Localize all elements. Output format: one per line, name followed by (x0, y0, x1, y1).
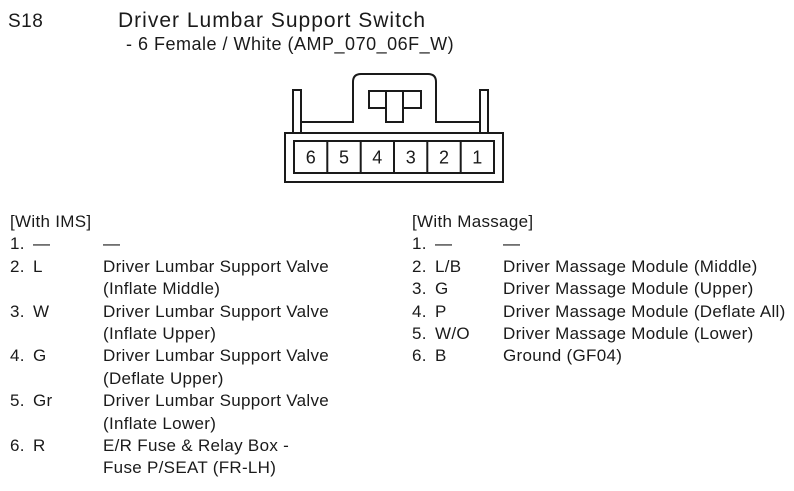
pin-row: 2. L Driver Lumbar Support Valve (Inflate M… (10, 256, 402, 301)
pin-number: 5. (412, 324, 427, 344)
pin-list-title: [With Massage] (412, 212, 534, 231)
pin-description: — (103, 233, 402, 255)
pin-description-line: Ground (GF04) (503, 346, 623, 366)
pin-row: 6. R E/R Fuse & Relay Box -Fuse P/SEAT (FR… (10, 435, 402, 480)
pin-row: 3. G Driver Massage Module (Upper) (412, 278, 794, 300)
pin-description-line: (Deflate Upper) (103, 368, 224, 388)
connector-prong-left (292, 89, 302, 134)
wire-color-code: G (33, 346, 47, 366)
pin-description-line: Driver Lumbar Support Valve (103, 391, 330, 411)
pin-id-column: 4. G (10, 345, 103, 390)
pin-list-title: [With IMS] (10, 212, 92, 231)
pin-row: 4. P Driver Massage Module (Deflate All) (412, 301, 794, 323)
pin-number: 6. (412, 346, 427, 366)
pin-number: 1. (412, 234, 427, 254)
wire-color-code: B (435, 346, 447, 366)
pin-description-line: — (503, 234, 521, 254)
pin-row: 3. W Driver Lumbar Support Valve (Inflate U… (10, 301, 402, 346)
pin-number: 4. (10, 346, 25, 366)
pin-number: 2. (10, 256, 25, 276)
pin-id-column: 4. P (412, 301, 503, 323)
pin-description-line: (Inflate Middle) (103, 279, 221, 299)
connector-key-slot-right (402, 90, 422, 109)
pin-row: 1. — — (10, 233, 402, 255)
wire-color-code: — (33, 234, 51, 254)
pin-description: Driver Massage Module (Middle) (503, 256, 794, 278)
connector-housing (284, 132, 504, 183)
pin-list-massage: [With Massage] 1. — — 2. L/B Driver Massage Mo… (412, 211, 794, 368)
pin-description: Driver Lumbar Support Valve(Deflate Uppe… (103, 345, 402, 390)
pin-id-column: 6. R (10, 435, 103, 480)
wire-color-code: G (435, 279, 449, 299)
pin-description-line: Driver Lumbar Support Valve (103, 346, 330, 366)
wire-color-code: — (435, 234, 453, 254)
pin-id-column: 3. G (412, 278, 503, 300)
pin-number: 3. (10, 301, 25, 321)
pin-description: Driver Massage Module (Lower) (503, 323, 794, 345)
wire-color-code: Gr (33, 391, 53, 411)
wire-color-code: P (435, 301, 447, 321)
connector-id: S18 (8, 11, 44, 32)
pin-number: 1. (10, 234, 25, 254)
pin-description: Driver Lumbar Support Valve (Inflate Midd… (103, 256, 402, 301)
page-title: Driver Lumbar Support Switch (118, 9, 427, 32)
wire-color-code: R (33, 436, 46, 456)
pin-id-column: 6. B (412, 345, 503, 367)
pin-row: 6. B Ground (GF04) (412, 345, 794, 367)
pin-description-line: Driver Massage Module (Upper) (503, 279, 754, 299)
pin-description-line: E/R Fuse & Relay Box - (103, 436, 290, 456)
connector-key-outline (301, 73, 480, 123)
pin-row: 5. Gr Driver Lumbar Support Valve(Inflate … (10, 390, 402, 435)
pin-id-column: 5. Gr (10, 390, 103, 435)
pin-number-4: 4 (372, 148, 382, 168)
connector-key-slot-left (368, 90, 387, 109)
pin-id-column: 2. L/B (412, 256, 503, 278)
pin-description-line: Driver Lumbar Support Valve (103, 301, 330, 321)
pin-list-ims: [With IMS] 1. — — 2. L Driver Lumbar Support V… (10, 211, 402, 480)
pin-number-6: 6 (306, 148, 316, 168)
pin-number: 4. (412, 301, 427, 321)
wire-color-code: W (33, 301, 50, 321)
pin-number-5: 5 (339, 148, 349, 168)
connector-prong-right (479, 89, 489, 134)
pin-number-3: 3 (406, 148, 416, 168)
pin-number: 6. (10, 436, 25, 456)
pin-description: — (503, 233, 794, 255)
wire-color-code: L (33, 256, 43, 276)
pin-description: Driver Massage Module (Deflate All) (503, 301, 794, 323)
pin-description: Driver Massage Module (Upper) (503, 278, 794, 300)
connector-face-diagram: 6 5 4 3 2 1 (284, 73, 504, 183)
pin-id-column: 3. W (10, 301, 103, 346)
pin-description: Driver Lumbar Support Valve(Inflate Lowe… (103, 390, 402, 435)
pin-description-line: (Inflate Upper) (103, 324, 217, 344)
pin-number: 2. (412, 256, 427, 276)
pin-description: Driver Lumbar Support Valve (Inflate Uppe… (103, 301, 402, 346)
pin-id-column: 5. W/O (412, 323, 503, 345)
pin-id-column: 2. L (10, 256, 103, 301)
pin-description-line: Fuse P/SEAT (FR-LH) (103, 458, 277, 478)
pin-description-line: Driver Massage Module (Lower) (503, 324, 754, 344)
pin-id-column: 1. — (412, 233, 503, 255)
connector-subtitle: - 6 Female / White (AMP_070_06F_W) (126, 34, 455, 54)
pin-description-line: (Inflate Lower) (103, 413, 217, 433)
pin-description-line: Driver Massage Module (Deflate All) (503, 301, 786, 321)
connector-key-slot-stem (385, 90, 404, 123)
pin-description-line: Driver Massage Module (Middle) (503, 256, 758, 276)
pin-id-column: 1. — (10, 233, 103, 255)
pin-row: 2. L/B Driver Massage Module (Middle) (412, 256, 794, 278)
pin-description: E/R Fuse & Relay Box -Fuse P/SEAT (FR-LH… (103, 435, 402, 480)
pin-number: 5. (10, 391, 25, 411)
wire-color-code: W/O (435, 324, 470, 344)
pin-description-line: Driver Lumbar Support Valve (103, 256, 330, 276)
wire-color-code: L/B (435, 256, 462, 276)
pin-number: 3. (412, 279, 427, 299)
pin-row: 5. W/O Driver Massage Module (Lower) (412, 323, 794, 345)
pin-number-1: 1 (472, 148, 482, 168)
pin-row: 1. — — (412, 233, 794, 255)
pin-description: Ground (GF04) (503, 345, 794, 367)
pin-description-line: — (103, 234, 121, 254)
pin-row: 4. G Driver Lumbar Support Valve(Deflate U… (10, 345, 402, 390)
pin-number-2: 2 (439, 148, 449, 168)
